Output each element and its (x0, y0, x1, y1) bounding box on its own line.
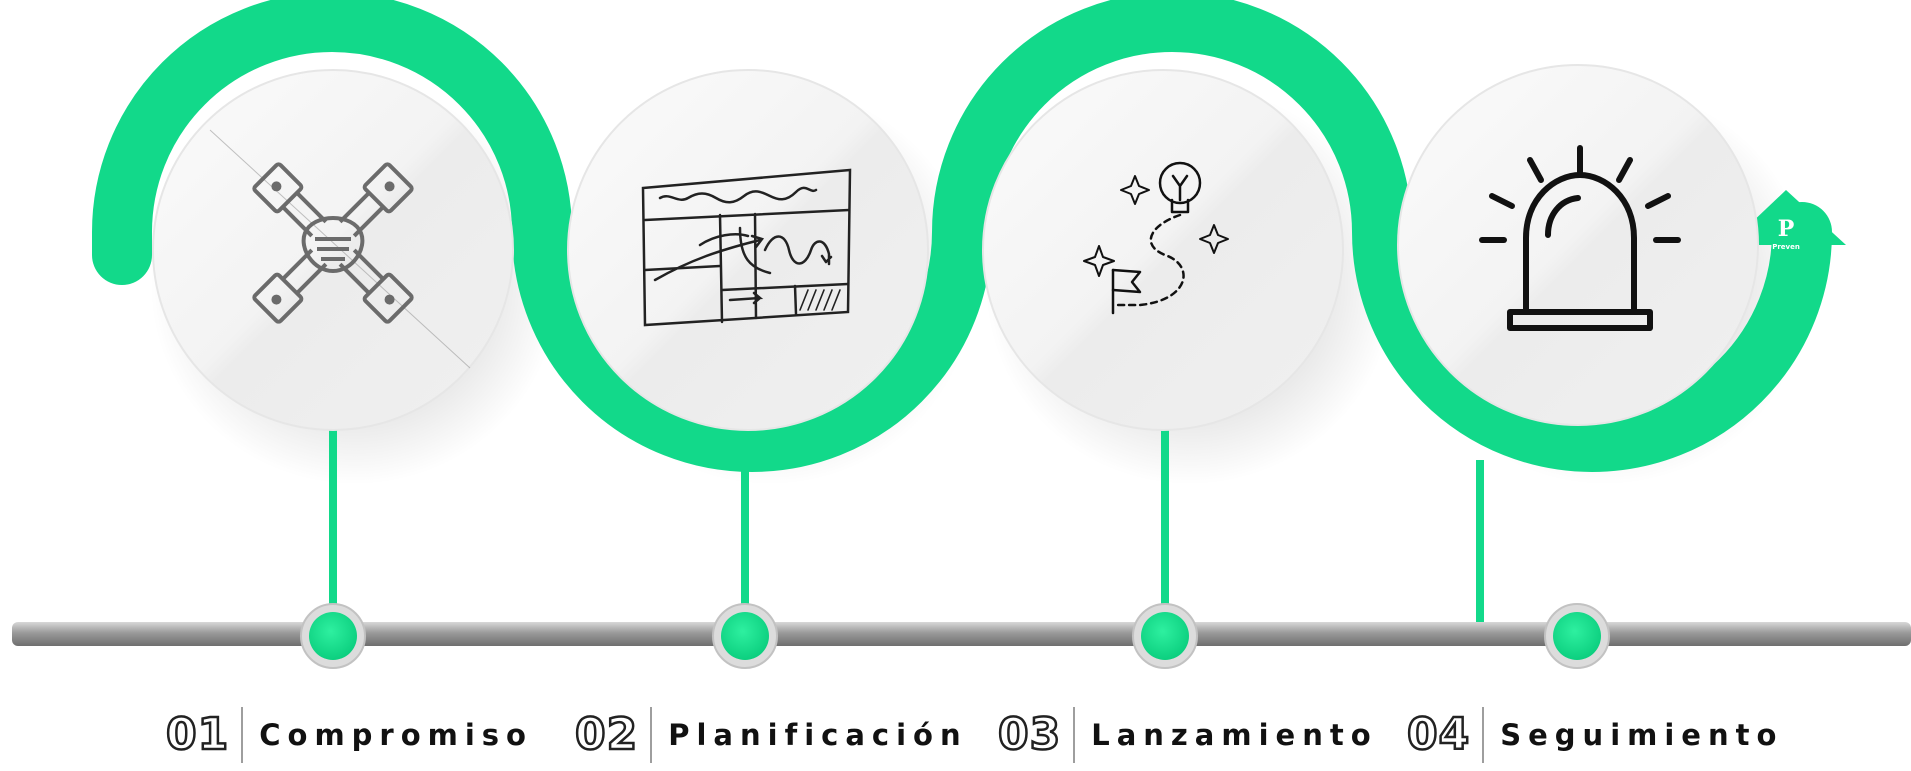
logo-text: Preven (1772, 243, 1800, 251)
step-circle-4 (1397, 64, 1759, 426)
step-label-1: 01 Compromiso (165, 705, 533, 765)
step-title-4: Seguimiento (1500, 718, 1784, 752)
hands-together-icon (252, 162, 414, 324)
timeline-dot-1 (300, 603, 366, 669)
step-number-1: 01 (165, 707, 244, 763)
connector-lines (329, 420, 1484, 625)
step-label-3: 03 Lanzamiento (997, 705, 1378, 765)
timeline-dot-4 (1544, 603, 1610, 669)
timeline-dots (300, 603, 1610, 669)
step-label-2: 02 Planificación (574, 705, 968, 765)
timeline-dot-2 (712, 603, 778, 669)
planning-board-icon (641, 168, 852, 327)
step-title-2: Planificación (668, 718, 968, 752)
launch-path-icon (1083, 161, 1229, 315)
timeline-bar (12, 622, 1911, 646)
step-number-2: 02 (574, 707, 653, 763)
alarm-beacon-icon (1479, 145, 1681, 331)
logo-letter: P (1778, 216, 1795, 242)
step-circle-2 (567, 69, 929, 431)
step-label-4: 04 Seguimiento (1406, 705, 1784, 765)
step-circle-3 (982, 69, 1344, 431)
step-number-3: 03 (997, 707, 1076, 763)
step-number-4: 04 (1406, 707, 1485, 763)
step-title-1: Compromiso (259, 718, 533, 752)
step-title-3: Lanzamiento (1091, 718, 1378, 752)
green-ribbon (92, 0, 1832, 472)
timeline-dot-3 (1132, 603, 1198, 669)
